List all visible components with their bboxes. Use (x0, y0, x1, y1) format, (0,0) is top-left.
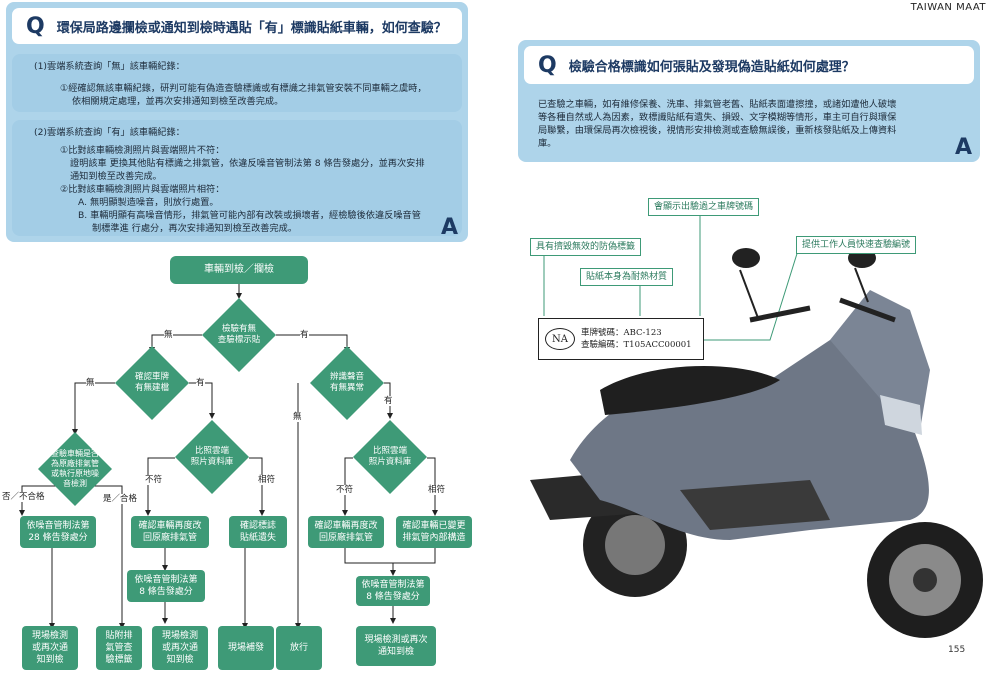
callout-heat-resist: 貼紙本身為耐熱材質 (580, 268, 674, 286)
flow-decision-sticker: 檢驗有無 查驗標示貼 (202, 298, 276, 372)
left-question-text: 環保局路邊攔檢或通知到檢時遇貼「有」標識貼紙車輛，如何查驗？ (56, 20, 447, 36)
left-qa-panel: Q 環保局路邊攔檢或通知到檢時遇貼「有」標識貼紙車輛，如何查驗？ (1)雲端系統… (6, 2, 468, 242)
flow-decision-cloud-left: 比照雲端 照片資料庫 (175, 420, 249, 494)
sticker-plate-line: 車牌號碼：ABC-123 (581, 328, 662, 338)
flow-decision-sound: 辨識聲音 有無異常 (310, 346, 384, 420)
edge-label-none-1: 無 (164, 330, 173, 340)
flow-box-reconfirm-1: 確認車輛再度改 回原廠排氣管 (131, 516, 209, 548)
sticker-na-logo: NA (545, 328, 575, 350)
section2-line-5: A. 無明顯製造噪音，則放行處置。 (78, 197, 219, 208)
flow-box-sticker-lost: 確認標誌 貼紙遺失 (229, 516, 287, 548)
section1-line-2: 依相關規定處理，並再次安排通知到檢至改善完成。 (72, 96, 284, 107)
edge-label-mismatch-2: 不符 (336, 485, 354, 495)
flowchart-connectors (19, 284, 438, 629)
section2-line-4: ②比對該車輛檢測照片與雲端照片相符： (60, 184, 225, 195)
section2-line-2: 證明該車 更換其他貼有標識之排氣管，依違反噪音管制法第 8 條告發處分，並再次安… (70, 158, 425, 169)
sticker-id-line: 查驗編碼：T105ACC00001 (581, 340, 692, 350)
edge-label-no-fail: 否／不合格 (2, 492, 45, 502)
edge-label-none-2: 無 (86, 378, 95, 388)
left-answer-section-1: (1)雲端系統查詢「無」該車輛紀錄： ①經確認無該車輛紀錄，研判可能有偽造查驗標… (12, 54, 462, 112)
right-q-letter: Q (538, 52, 557, 78)
flow-box-changed: 確認車輛已變更 排氣管內部構造 (396, 516, 472, 548)
sticker-sample: NA 車牌號碼：ABC-123 查驗編碼：T105ACC00001 (538, 318, 704, 360)
callout-anti-tamper: 具有擠毀無效的防偽標籤 (530, 238, 642, 256)
flow-decision-exhaust: 查驗車輛是否 為原廠排氣管 或執行原地噪 音檢測 (38, 432, 112, 506)
section2-title: (2)雲端系統查詢「有」該車輛紀錄： (34, 127, 185, 138)
brand-label: TAIWAN MAAT (910, 2, 986, 13)
section2-line-3: 通知到檢至改善完成。 (70, 171, 162, 182)
flow-box-art8-left: 依噪音管制法第 8 條告發處分 (127, 570, 205, 602)
callout-plate-shown: 會顯示出驗過之車牌號碼 (648, 198, 760, 216)
right-qa-panel: Q 檢驗合格標識如何張貼及發現偽造貼紙如何處理？ 已查驗之車輛，如有維修保養、洗… (518, 40, 980, 162)
scooter-illustration (530, 214, 983, 638)
right-answer-line-3: 局聯繫，由環保局再次檢視後，視情形安排檢測或查驗無誤後，重新核發貼紙及上傳資料 (538, 125, 897, 136)
section2-line-7: 制標準進 行處分，再次安排通知到檢至改善完成。 (92, 223, 298, 234)
callout-staff-query: 提供工作人員快速查驗編號 (796, 236, 917, 254)
right-answer-line-1: 已查驗之車輛，如有維修保養、洗車、排氣管老舊、貼紙表面遭擦撞，或諸如遭他人破壞 (538, 99, 897, 110)
edge-label-match-1: 相符 (258, 475, 276, 485)
flow-box-art8-right: 依噪音管制法第 8 條告發處分 (356, 576, 430, 606)
right-question-text: 檢驗合格標識如何張貼及發現偽造貼紙如何處理？ (568, 59, 855, 75)
page-number: 155 (948, 645, 966, 655)
flow-end-release: 放行 (276, 626, 322, 670)
section2-line-1: ①比對該車輛檢測照片與雲端照片不符： (60, 145, 225, 156)
section2-line-6: B. 車輛明顯有高噪音情形，排氣管可能內部有改裝或損壞者，經檢驗後依違反噪音管 (78, 210, 421, 221)
right-answer-line-2: 等各種自然或人為因素，致標識貼紙有遺失、損毀、文字模糊等情形，車主可自行與環保 (538, 112, 897, 123)
left-question-header: Q 環保局路邊攔檢或通知到檢時遇貼「有」標識貼紙車輛，如何查驗？ (12, 8, 462, 44)
left-q-letter: Q (26, 13, 45, 39)
flow-end-inspect-1: 現場檢測 或再次通 知到檢 (22, 626, 78, 670)
left-answer-section-2: (2)雲端系統查詢「有」該車輛紀錄： ①比對該車輛檢測照片與雲端照片不符： 證明… (12, 120, 462, 236)
section1-title: (1)雲端系統查詢「無」該車輛紀錄： (34, 61, 185, 72)
right-answer-line-4: 庫。 (538, 138, 557, 149)
flow-decision-cloud-right: 比照雲端 照片資料庫 (353, 420, 427, 494)
section1-line-1: ①經確認無該車輛紀錄，研判可能有偽造查驗標識或有標識之排氣管安裝不同車輛之虞時， (60, 83, 427, 94)
edge-label-none-3: 無 (293, 412, 302, 422)
edge-label-has-3: 有 (384, 396, 393, 406)
right-a-letter: A (954, 135, 972, 160)
edge-label-yes-pass: 是／合格 (103, 494, 138, 504)
flow-decision-plate: 確認車牌 有無建檔 (115, 346, 189, 420)
edge-label-has-2: 有 (196, 378, 205, 388)
edge-label-has-1: 有 (300, 330, 309, 340)
flow-end-inspect-3: 現場檢測或再次 通知到檢 (356, 626, 436, 666)
flow-start-node: 車輛到檢／攔檢 (170, 256, 308, 284)
flow-end-inspect-2: 現場檢測 或再次通 知到檢 (152, 626, 208, 670)
flow-end-attach-label: 貼附排 氣管查 驗標籤 (96, 626, 142, 670)
flow-end-reissue: 現場補發 (218, 626, 274, 670)
edge-label-match-2: 相符 (428, 485, 446, 495)
edge-label-mismatch-1: 不符 (145, 475, 163, 485)
flow-box-reconfirm-2: 確認車輛再度改 回原廠排氣管 (308, 516, 384, 548)
flow-box-art28: 依噪音管制法第 28 條告發處分 (20, 516, 96, 548)
left-a-letter: A (440, 215, 458, 240)
right-question-header: Q 檢驗合格標識如何張貼及發現偽造貼紙如何處理？ (524, 46, 974, 84)
